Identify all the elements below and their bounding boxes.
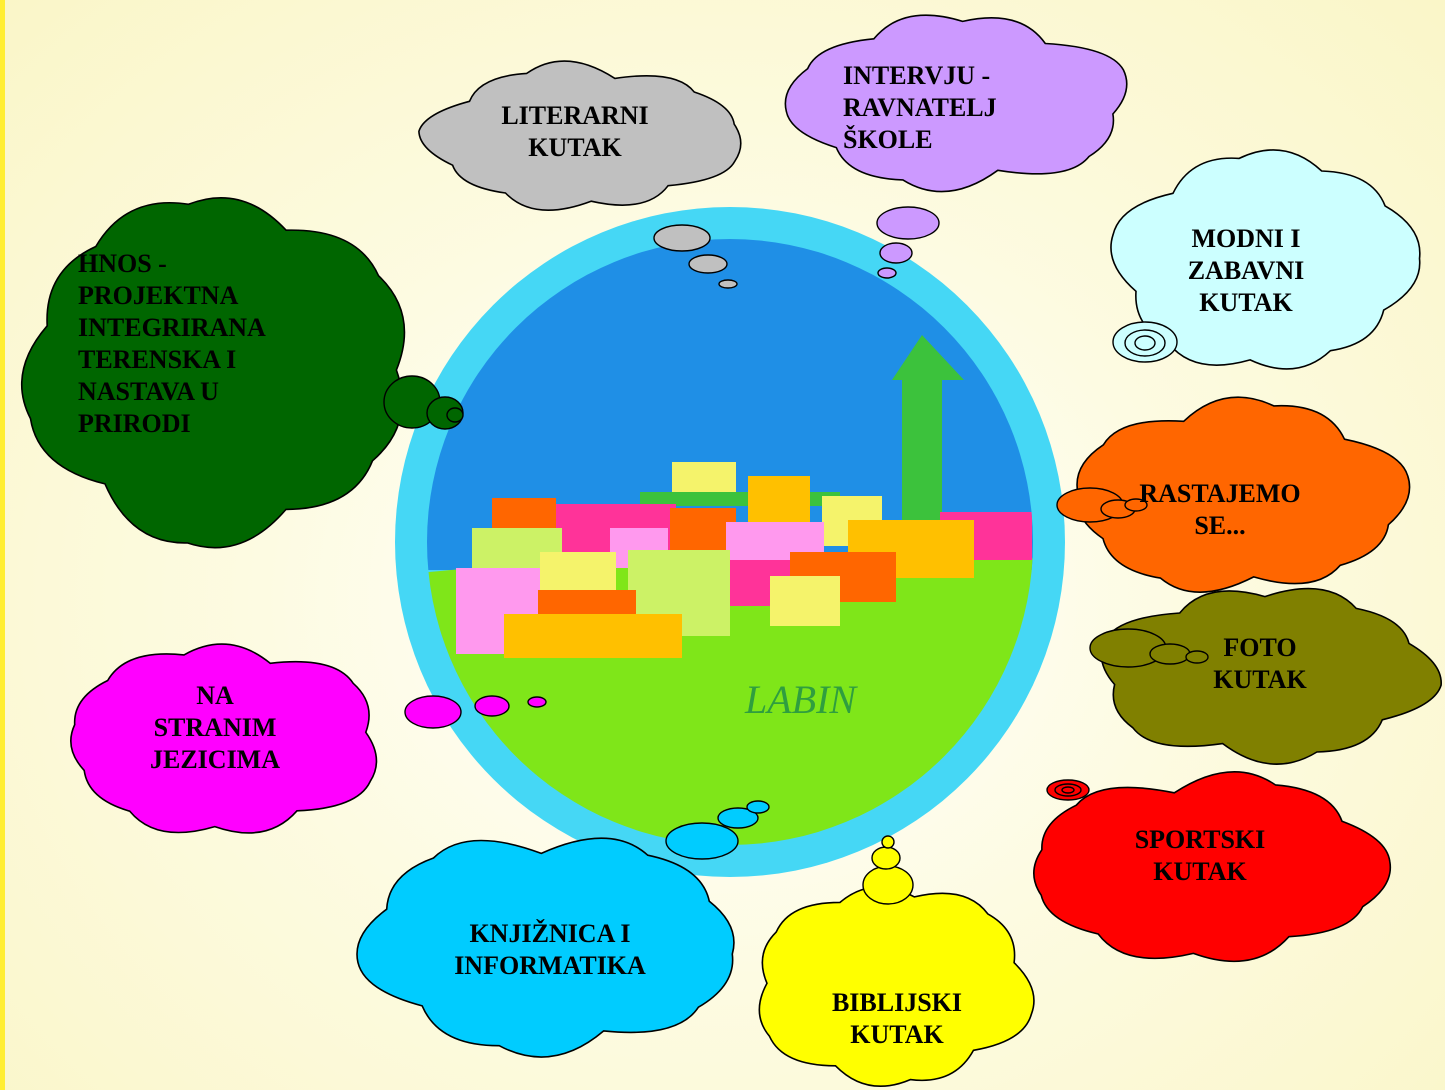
- thought-bubble-literarni: [418, 60, 742, 289]
- tail-dot-modni-2: [1134, 335, 1156, 351]
- cloud-shape-strani: [70, 643, 378, 834]
- thought-bubble-sportski: [1033, 771, 1392, 963]
- bubble-label-intervju: INTERVJU - RAVNATELJ ŠKOLE: [843, 61, 997, 154]
- bell-tower: [892, 335, 964, 528]
- tail-dot-intervju-2: [877, 267, 897, 279]
- tail-dot-intervju-0: [876, 206, 940, 240]
- bubble-label-strani: NA STRANIM JEZICIMA: [149, 681, 280, 774]
- tail-dot-strani-0: [404, 695, 462, 729]
- tail-dot-sportski-2: [1061, 786, 1075, 794]
- cloud-shape-intervju: [784, 14, 1128, 193]
- tail-dot-hnos-2: [446, 407, 464, 423]
- town-name-label: LABIN: [745, 677, 857, 722]
- tail-dot-knjiznica-1: [717, 807, 759, 829]
- thought-bubble-modni: [1110, 149, 1421, 370]
- tail-dot-literarni-1: [688, 254, 728, 274]
- bubble-label-knjiznica: KNJIŽNICA I INFORMATIKA: [454, 919, 646, 980]
- thought-bubble-foto: [1089, 587, 1442, 765]
- cloud-shape-biblijski: [758, 886, 1035, 1087]
- thought-bubble-intervju: [784, 14, 1128, 279]
- tail-dot-literarni-0: [653, 224, 711, 252]
- bubble-label-foto: FOTO KUTAK: [1213, 633, 1307, 694]
- tail-dot-intervju-1: [879, 242, 913, 264]
- tail-dot-biblijski-0: [862, 865, 914, 905]
- thought-bubble-knjiznica: [356, 800, 770, 1058]
- tail-dot-biblijski-2: [881, 835, 895, 849]
- tail-dot-literarni-2: [718, 279, 738, 289]
- cloud-shape-modni: [1110, 149, 1421, 370]
- bubble-label-biblijski: BIBLIJSKI KUTAK: [831, 988, 963, 1049]
- bubble-label-rastajemo: RASTAJEMO SE...: [1139, 479, 1301, 540]
- cloud-shape-literarni: [418, 60, 742, 211]
- tail-dot-rastajemo-2: [1124, 498, 1148, 512]
- cloud-shape-rastajemo: [1076, 396, 1411, 593]
- tail-dot-foto-2: [1185, 650, 1209, 664]
- tail-dot-strani-2: [527, 696, 547, 708]
- tail-dot-knjiznica-0: [665, 822, 739, 860]
- bubble-label-hnos: HNOS - PROJEKTNA INTEGRIRANA TERENSKA I …: [78, 249, 266, 438]
- tail-dot-knjiznica-2: [746, 800, 770, 814]
- bubble-label-modni: MODNI I ZABAVNI KUTAK: [1187, 224, 1305, 317]
- cloud-shape-knjiznica: [356, 837, 735, 1058]
- tail-dot-biblijski-1: [871, 846, 901, 870]
- left-edge-strip: [0, 0, 5, 1090]
- town-houses: [456, 462, 1032, 658]
- bubble-label-literarni: LITERARNI KUTAK: [501, 101, 649, 162]
- cloud-shape-hnos: [20, 197, 406, 549]
- cloud-shape-foto: [1100, 587, 1442, 765]
- bubble-label-sportski: SPORTSKI KUTAK: [1134, 825, 1266, 886]
- tail-dot-strani-1: [474, 695, 510, 717]
- thought-bubble-biblijski: [758, 835, 1035, 1087]
- thought-bubble-strani: [70, 643, 547, 834]
- thought-bubble-rastajemo: [1056, 396, 1411, 593]
- thought-bubble-hnos: [20, 197, 464, 549]
- cloud-shape-sportski: [1033, 771, 1392, 963]
- labin-emblem: [395, 207, 1065, 877]
